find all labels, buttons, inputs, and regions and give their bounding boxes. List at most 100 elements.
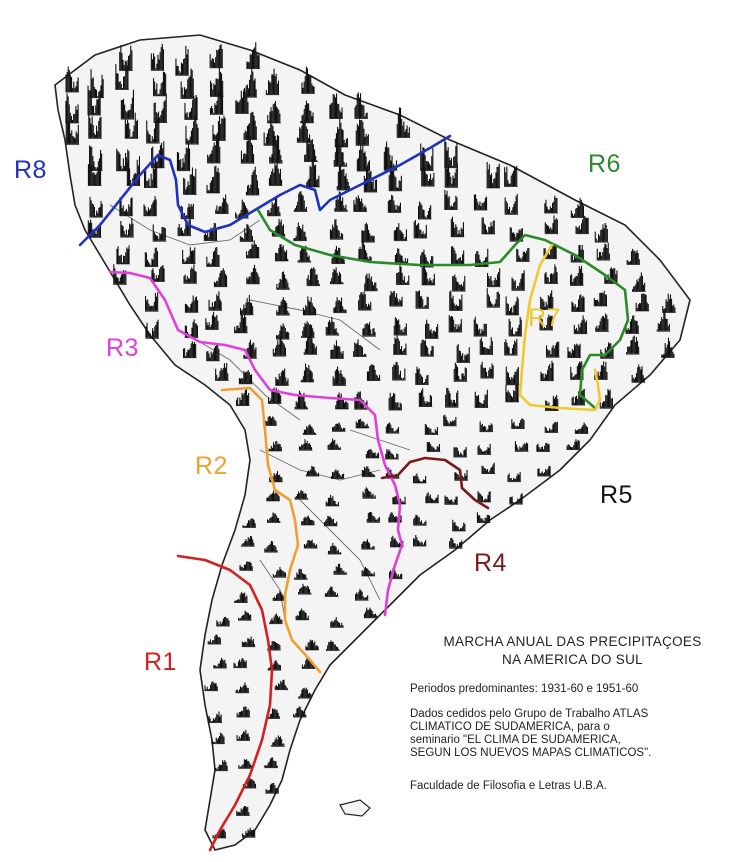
precipitation-bar-glyph (183, 341, 197, 359)
precipitation-bar-glyph (511, 270, 525, 291)
precipitation-bar-glyph (208, 291, 222, 311)
precipitation-bar-glyph (267, 100, 281, 124)
precipitation-bar-glyph (113, 264, 127, 285)
precipitation-bar-glyph (115, 60, 129, 90)
precipitation-bar-glyph (269, 135, 283, 164)
precipitation-bar-glyph (449, 537, 463, 549)
precipitation-bar-glyph (298, 687, 312, 699)
island (339, 799, 371, 817)
precipitation-bar-glyph (276, 271, 290, 290)
precipitation-bar-glyph (332, 366, 347, 386)
precipitation-bar-glyph (145, 292, 159, 312)
region-label-r3: R3 (106, 334, 139, 362)
region-boundary-r6 (256, 208, 630, 410)
precipitation-bar-glyph (303, 539, 318, 549)
precipitation-bar-glyph (418, 201, 432, 220)
precipitation-bar-glyph (271, 735, 285, 747)
precipitation-bar-glyph (302, 296, 317, 316)
caption-period: Periodos predominantes: 1931-60 e 1951-6… (410, 683, 639, 695)
precipitation-bar-glyph (546, 341, 560, 358)
precipitation-bar-glyph (334, 191, 348, 212)
precipitation-bar-glyph (540, 290, 554, 310)
precipitation-bar-glyph (274, 679, 289, 691)
precipitation-bar-glyph (265, 782, 279, 794)
precipitation-bar-glyph (330, 469, 345, 479)
precipitation-bar-glyph (453, 446, 467, 458)
precipitation-bar-glyph (481, 462, 495, 474)
precipitation-bar-glyph (486, 288, 501, 308)
precipitation-bar-glyph (481, 217, 496, 235)
precipitation-bar-glyph (264, 757, 278, 769)
precipitation-bar-glyph (570, 244, 585, 263)
precipitation-bar-glyph (146, 113, 160, 144)
precipitation-bar-glyph (145, 319, 159, 339)
precipitation-bar-glyph (183, 167, 197, 195)
precipitation-bar-glyph (656, 312, 671, 332)
precipitation-bar-glyph (205, 311, 219, 330)
precipitation-bar-glyph (393, 317, 408, 336)
precipitation-bar-glyph (366, 512, 381, 523)
precipitation-bar-glyph (413, 220, 428, 239)
precipitation-bar-glyph (473, 316, 488, 337)
precipitation-bar-glyph (361, 222, 375, 243)
precipitation-bar-glyph (387, 194, 402, 213)
precipitation-bar-glyph (263, 123, 278, 146)
region-boundary-r4 (380, 456, 490, 510)
precipitation-bar-glyph (272, 336, 287, 357)
precipitation-bar-glyph (212, 828, 227, 839)
precipitation-bar-glyph (450, 216, 465, 238)
precipitation-bar-glyph (444, 189, 458, 210)
precipitation-bar-glyph (306, 158, 320, 188)
precipitation-bar-glyph (144, 247, 159, 267)
caption-title: MARCHA ANUAL DAS PRECIPITAÇOES NA AMERIC… (410, 633, 735, 669)
precipitation-bar-glyph (242, 518, 256, 528)
precipitation-bar-glyph (293, 191, 308, 212)
precipitation-bar-glyph (536, 442, 550, 452)
precipitation-bar-glyph (509, 493, 523, 505)
precipitation-bar-glyph (486, 162, 501, 189)
precipitation-bar-glyph (89, 197, 103, 218)
precipitation-bar-glyph (150, 43, 165, 71)
region-label-r6: R6 (588, 150, 621, 178)
precipitation-bar-glyph (239, 561, 253, 571)
precipitation-bar-glyph (301, 66, 315, 94)
caption-title-line2: NA AMERICA DO SUL (502, 652, 643, 667)
precipitation-bar-glyph (65, 93, 79, 124)
precipitation-bar-glyph (245, 166, 260, 196)
region-label-r1: R1 (144, 648, 177, 676)
precipitation-bar-glyph (333, 563, 347, 575)
precipitation-bar-glyph (504, 338, 518, 356)
precipitation-bar-glyph (240, 135, 255, 164)
precipitation-bar-glyph (631, 364, 646, 383)
precipitation-bar-glyph (143, 196, 157, 217)
precipitation-bar-glyph (415, 290, 430, 309)
precipitation-bar-glyph (303, 334, 318, 355)
precipitation-bar-glyph (537, 466, 551, 477)
precipitation-bar-glyph (333, 297, 347, 314)
precipitation-bar-glyph (575, 215, 589, 235)
region-boundary-r8 (78, 134, 452, 247)
precipitation-bar-glyph (213, 268, 228, 288)
precipitation-bar-glyph (213, 657, 227, 669)
precipitation-bar-glyph (363, 607, 378, 619)
precipitation-bar-glyph (330, 267, 344, 285)
precipitation-bar-glyph (176, 142, 191, 172)
precipitation-bar-glyph (327, 438, 342, 450)
precipitation-bar-glyph (480, 361, 494, 379)
precipitation-bar-glyph (361, 566, 376, 577)
precipitation-bar-glyph (511, 418, 525, 429)
precipitation-bar-glyph (413, 514, 427, 526)
precipitation-bar-glyph (389, 291, 403, 307)
precipitation-bar-glyph (215, 363, 229, 381)
precipitation-bar-glyph (298, 439, 313, 451)
precipitation-bar-glyph (329, 219, 344, 240)
region-boundary-r1 (176, 554, 274, 852)
precipitation-bar-glyph (443, 414, 457, 427)
precipitation-bar-glyph (326, 640, 340, 651)
region-label-r2: R2 (195, 452, 228, 480)
precipitation-bar-glyph (266, 490, 280, 502)
caption-credit-line1: Dados cedidos pelo Grupo de Trabalho ATL… (410, 708, 649, 720)
precipitation-bar-glyph (505, 383, 519, 403)
precipitation-bar-glyph (426, 441, 441, 452)
precipitation-bar-glyph (599, 388, 614, 409)
